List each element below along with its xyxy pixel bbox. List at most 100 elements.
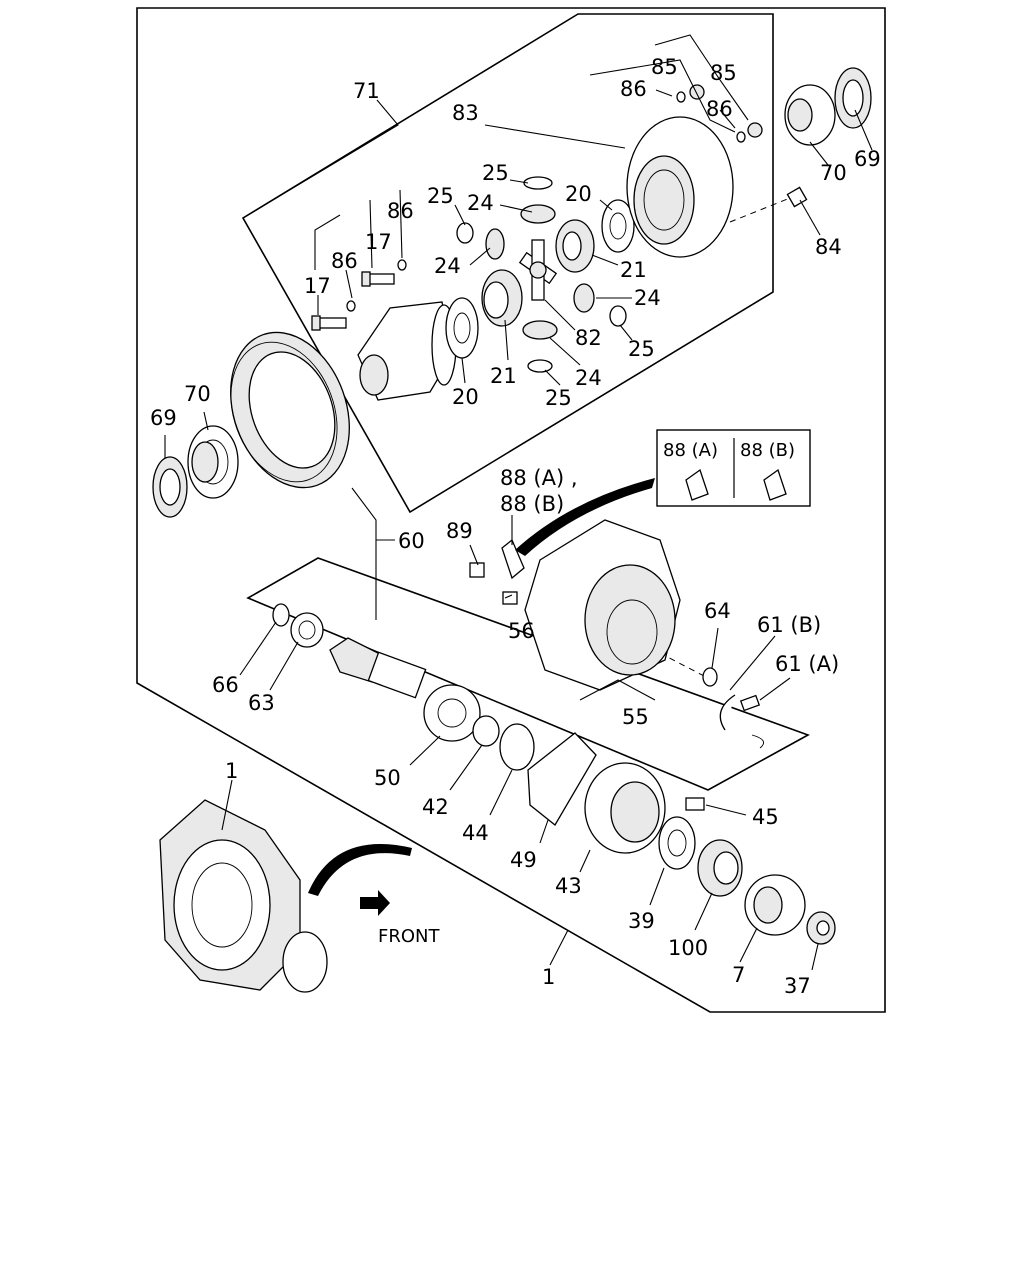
- inset-label-88b: 88 (B): [740, 440, 795, 461]
- washer-86-c: [346, 300, 356, 312]
- bracket-88: [501, 538, 525, 580]
- pinion-gear-24-bottom: [522, 320, 558, 340]
- inset-label-88a: 88 (A): [663, 440, 718, 461]
- label-55: 55: [622, 705, 649, 729]
- washer-25-right: [609, 305, 627, 327]
- label-1-top: 1: [225, 759, 238, 783]
- ring-gear: [230, 331, 350, 489]
- spacer-42: [472, 715, 500, 747]
- label-64: 64: [704, 599, 731, 623]
- label-69-right: 69: [854, 147, 881, 171]
- bracket-88a-icon: [685, 468, 709, 501]
- bearing-70-right: [784, 84, 836, 146]
- label-24-right: 24: [634, 286, 661, 310]
- washer-20-right: [601, 199, 635, 253]
- label-25-left: 25: [427, 184, 454, 208]
- label-86-right: 86: [706, 97, 733, 121]
- label-21-bottom: 21: [490, 364, 517, 388]
- side-gear-21-right: [555, 219, 595, 273]
- gasket-49: [527, 732, 597, 826]
- label-70-left: 70: [184, 382, 211, 406]
- bearing-39: [658, 816, 696, 870]
- label-84: 84: [815, 235, 842, 259]
- diff-case-right-83: [626, 116, 734, 258]
- pinion-retainer-43: [584, 762, 666, 854]
- label-25-right: 25: [628, 337, 655, 361]
- label-24-top: 24: [467, 191, 494, 215]
- label-60: 60: [398, 529, 425, 553]
- label-86-mid: 86: [387, 199, 414, 223]
- outer-frame: [136, 7, 886, 1013]
- bolt-61a: [739, 694, 765, 749]
- curve-arrow-lower: [308, 844, 412, 896]
- pinion-gear-24-top: [520, 204, 556, 224]
- label-85-left: 85: [651, 55, 678, 79]
- bearing-50: [423, 684, 481, 742]
- seal-69-right: [834, 67, 872, 129]
- label-85-right: 85: [710, 61, 737, 85]
- label-24-bottom: 24: [575, 366, 602, 390]
- snap-ring-66: [272, 603, 290, 627]
- washer-25-left: [456, 222, 474, 244]
- side-gear-21-left: [481, 269, 523, 327]
- label-37: 37: [784, 974, 811, 998]
- label-17-upper: 17: [365, 230, 392, 254]
- companion-flange-7: [744, 874, 806, 936]
- bolt-56: [502, 591, 518, 605]
- label-70-right: 70: [820, 161, 847, 185]
- o-ring-44: [499, 723, 535, 771]
- label-20-top: 20: [565, 182, 592, 206]
- seal-100: [697, 839, 743, 897]
- curve-arrow-upper: [515, 478, 655, 556]
- label-86-top: 86: [620, 77, 647, 101]
- washer-86-d: [397, 259, 407, 271]
- label-45: 45: [752, 805, 779, 829]
- bracket-88b-icon: [763, 468, 787, 501]
- label-39: 39: [628, 909, 655, 933]
- washer-86-b: [736, 131, 746, 143]
- label-69-left: 69: [150, 406, 177, 430]
- label-7: 7: [732, 963, 745, 987]
- leader-lines: [164, 34, 873, 971]
- label-63: 63: [248, 691, 275, 715]
- bolt-17-upper: [361, 271, 395, 287]
- pinion-subframe: [246, 557, 810, 791]
- label-50: 50: [374, 766, 401, 790]
- label-82: 82: [575, 326, 602, 350]
- label-71: 71: [353, 79, 380, 103]
- label-24-left: 24: [434, 254, 461, 278]
- label-88-line1: 88 (A) ,: [500, 466, 578, 490]
- label-66: 66: [212, 673, 239, 697]
- label-front: FRONT: [378, 926, 440, 947]
- front-arrow-icon: [360, 890, 390, 916]
- label-42: 42: [422, 795, 449, 819]
- label-56: 56: [508, 619, 535, 643]
- washer-20-left: [445, 297, 479, 359]
- bolt-17-lower: [311, 315, 347, 331]
- label-25-top: 25: [482, 161, 509, 185]
- nut-85-right: [747, 122, 763, 138]
- washer-25-top: [523, 176, 553, 190]
- label-21-right: 21: [620, 258, 647, 282]
- differential-subframe: [241, 13, 774, 514]
- plug-64: [702, 667, 718, 687]
- label-83: 83: [452, 101, 479, 125]
- pinion-gear-24-left: [485, 228, 505, 260]
- bolt-89: [469, 562, 485, 578]
- seal-69-left: [152, 456, 188, 518]
- bearing-63: [290, 612, 324, 648]
- washer-86-a: [676, 91, 686, 103]
- label-61b: 61 (B): [757, 613, 821, 637]
- label-88-line2: 88 (B): [500, 492, 564, 516]
- label-61a: 61 (A): [775, 652, 839, 676]
- label-25-bottom: 25: [545, 386, 572, 410]
- label-49: 49: [510, 848, 537, 872]
- washer-25-bottom: [527, 359, 553, 373]
- pinion-gear-24-right: [573, 283, 595, 313]
- label-44: 44: [462, 821, 489, 845]
- bolt-45: [685, 797, 705, 811]
- nut-37: [806, 911, 836, 945]
- label-89: 89: [446, 519, 473, 543]
- drive-pinion-60: [329, 637, 427, 699]
